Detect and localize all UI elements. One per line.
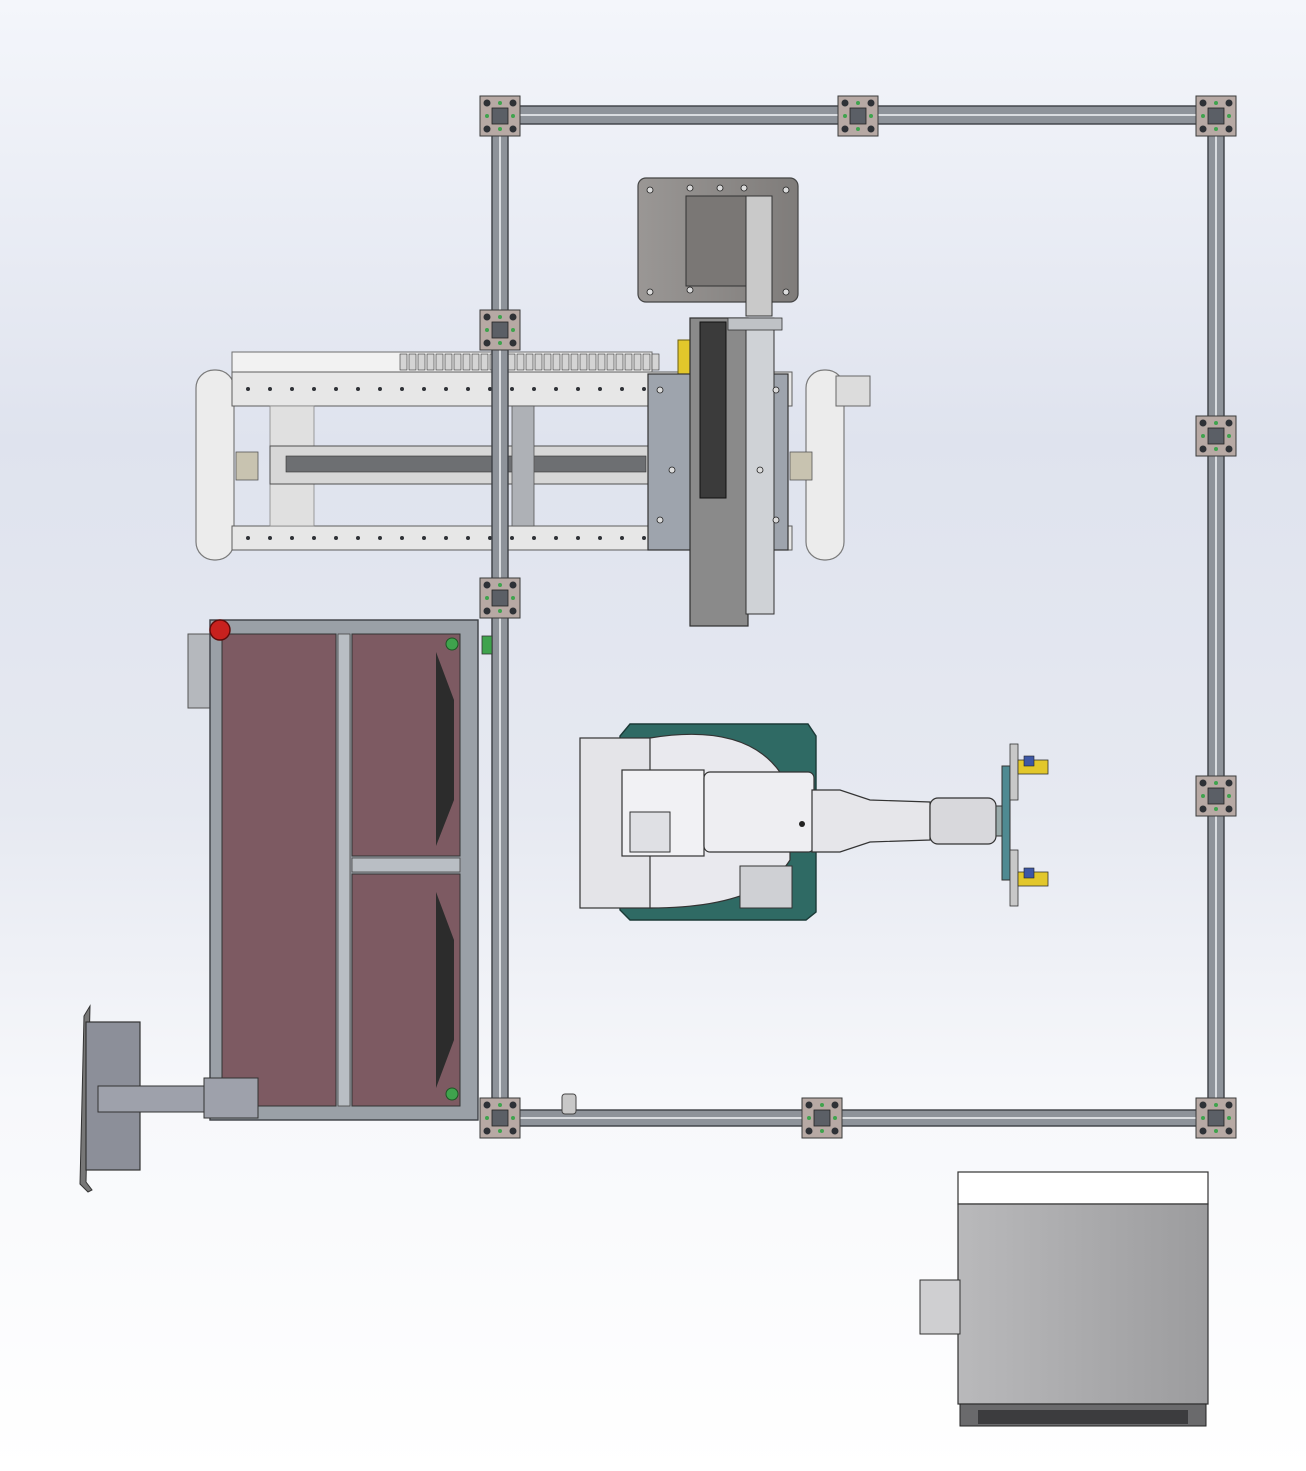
status-light-top — [445, 637, 459, 651]
robot-motor-cap — [629, 811, 671, 853]
robot-wrist — [929, 797, 997, 845]
corner-bracket — [801, 1097, 843, 1139]
corner-bracket — [479, 95, 521, 137]
corner-bracket — [479, 309, 521, 351]
robot-upper-arm — [703, 771, 815, 853]
gantry-motor-flange — [835, 375, 871, 407]
teach-pendant-arm[interactable] — [79, 1004, 259, 1193]
safety-fence-frame[interactable] — [479, 95, 1237, 1139]
cable-chain — [399, 353, 660, 371]
six-axis-robot[interactable] — [579, 723, 997, 921]
cabinet-latch — [481, 635, 493, 655]
robot-controller[interactable] — [919, 1171, 1209, 1427]
gripper-plate — [1001, 765, 1011, 881]
gantry-ball-screw — [285, 455, 647, 473]
cabinet-panel-left — [221, 633, 337, 1107]
gantry-vertical-strut — [511, 405, 535, 527]
z-axis-belt-cover — [699, 321, 727, 499]
corner-bracket — [837, 95, 879, 137]
door-switch — [561, 1093, 577, 1115]
corner-bracket — [479, 1097, 521, 1139]
corner-bracket — [479, 577, 521, 619]
z-axis-guide — [745, 317, 775, 615]
drawer-handle-lower — [436, 892, 454, 1088]
robot-joint-motor — [739, 865, 793, 909]
material-cabinet[interactable] — [187, 619, 493, 1121]
corner-bracket — [1195, 95, 1237, 137]
corner-bracket — [1195, 775, 1237, 817]
robot-forearm — [811, 789, 931, 853]
rail-bolts — [246, 387, 778, 540]
corner-bracket — [1195, 1097, 1237, 1139]
controller-body — [957, 1203, 1209, 1405]
gantry-limit-switch-left — [235, 451, 259, 481]
drawer-handle-upper — [436, 652, 454, 846]
gantry-end-cap-left — [195, 369, 235, 561]
z-axis-top-bracket — [727, 317, 783, 331]
pendant-swing-arm — [97, 1085, 211, 1113]
loading-station[interactable] — [637, 177, 799, 627]
corner-bracket — [1195, 415, 1237, 457]
controller-top-vent — [957, 1171, 1209, 1205]
station-slide-block — [685, 195, 747, 287]
station-bolts — [646, 184, 790, 524]
status-light-bottom — [445, 1087, 459, 1101]
controller-handle — [919, 1279, 961, 1335]
pendant-mount — [203, 1077, 259, 1119]
end-effector-gripper[interactable] — [995, 743, 1049, 907]
gantry-limit-switch-right — [789, 451, 813, 481]
fence-corner-brackets — [479, 95, 1237, 1139]
station-cylinder — [745, 195, 773, 317]
emergency-stop-button[interactable] — [209, 619, 231, 641]
cabinet-side-handle — [187, 633, 213, 709]
